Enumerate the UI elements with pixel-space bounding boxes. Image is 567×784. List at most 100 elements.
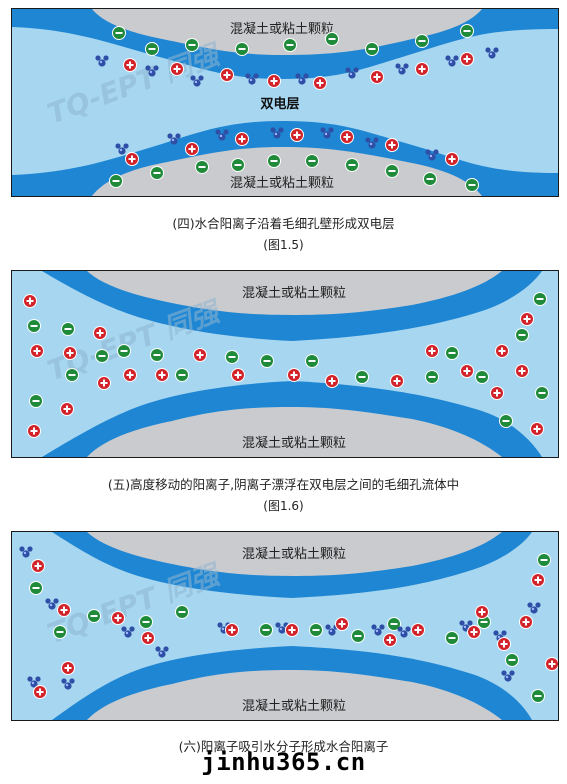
minus-ion-icon <box>29 394 43 408</box>
top-particle-label: 混凝土或粘土颗粒 <box>230 21 334 37</box>
minus-ion-icon <box>305 154 319 168</box>
plus-ion-icon <box>445 152 459 166</box>
minus-ion-icon <box>112 26 126 40</box>
water-molecule-icon <box>395 63 409 75</box>
minus-ion-icon <box>150 166 164 180</box>
water-molecule-icon <box>61 678 75 690</box>
minus-ion-icon <box>267 154 281 168</box>
water-molecule-icon <box>45 598 59 610</box>
caption-1: (四)水合阳离子沿着毛细孔壁形成双电层 <box>172 216 395 231</box>
plus-ion-icon <box>231 368 245 382</box>
plus-ion-icon <box>340 130 354 144</box>
figure-number-2: (图1.6) <box>263 499 304 513</box>
plus-ion-icon <box>490 386 504 400</box>
water-molecule-icon <box>493 630 507 642</box>
water-molecule-icon <box>121 626 135 638</box>
top-particle <box>87 532 502 576</box>
bottom-particle <box>92 147 482 196</box>
minus-ion-icon <box>465 178 479 192</box>
minus-ion-icon <box>27 319 41 333</box>
plus-ion-icon <box>460 52 474 66</box>
panel-2-svg: TQ-EPT 同强 混凝土或粘土颗粒 混凝土或粘土颗粒 <box>12 271 558 457</box>
ion-group <box>95 24 499 192</box>
panel-3-svg: TQ-EPT 同强 混凝土或粘土颗粒 混凝土或粘土颗粒 <box>12 532 558 720</box>
minus-ion-icon <box>533 292 547 306</box>
minus-ion-icon <box>175 368 189 382</box>
plus-ion-icon <box>415 62 429 76</box>
minus-ion-icon <box>139 615 153 629</box>
water-molecule-icon <box>215 129 229 141</box>
plus-ion-icon <box>141 631 155 645</box>
water-molecule-icon <box>397 626 411 638</box>
minus-ion-icon <box>365 42 379 56</box>
ion-group <box>19 546 558 703</box>
diagram-panel-1: TQ-EPT 同强 混凝土或粘土颗粒 混凝土或粘土颗粒 双电层 <box>11 8 559 197</box>
plus-ion-icon <box>460 364 474 378</box>
minus-ion-icon <box>150 348 164 362</box>
plus-ion-icon <box>475 605 489 619</box>
plus-ion-icon <box>520 312 534 326</box>
plus-ion-icon <box>425 344 439 358</box>
ion-group <box>23 292 549 438</box>
bottom-particle <box>87 407 502 457</box>
minus-ion-icon <box>531 689 545 703</box>
water-molecule-icon <box>155 646 169 658</box>
water-molecule-icon <box>19 546 33 558</box>
minus-ion-icon <box>235 42 249 56</box>
minus-ion-icon <box>445 346 459 360</box>
plus-ion-icon <box>287 368 301 382</box>
plus-ion-icon <box>60 402 74 416</box>
plus-ion-icon <box>63 346 77 360</box>
plus-ion-icon <box>267 74 281 88</box>
water-molecule-icon <box>275 622 289 634</box>
minus-ion-icon <box>415 34 429 48</box>
minus-ion-icon <box>53 625 67 639</box>
water-molecule-icon <box>320 127 334 139</box>
water-molecule-icon <box>371 624 385 636</box>
plus-ion-icon <box>370 70 384 84</box>
bottom-particle-label: 混凝土或粘土颗粒 <box>230 175 334 191</box>
plus-ion-icon <box>313 76 327 90</box>
water-molecule-icon <box>365 137 379 149</box>
plus-ion-icon <box>390 374 404 388</box>
minus-ion-icon <box>325 32 339 46</box>
plus-ion-icon <box>111 611 125 625</box>
plus-ion-icon <box>325 374 339 388</box>
minus-ion-icon <box>185 38 199 52</box>
water-molecule-icon <box>115 143 129 155</box>
minus-ion-icon <box>385 164 399 178</box>
minus-ion-icon <box>61 322 75 336</box>
water-molecule-icon <box>190 75 204 87</box>
water-molecule-icon <box>95 55 109 67</box>
plus-ion-icon <box>285 623 299 637</box>
plus-ion-icon <box>33 685 47 699</box>
plus-ion-icon <box>185 142 199 156</box>
water-molecule-icon <box>295 73 309 85</box>
plus-ion-icon <box>515 364 529 378</box>
plus-ion-icon <box>411 623 425 637</box>
top-particle-label: 混凝土或粘土颗粒 <box>242 285 346 301</box>
minus-ion-icon <box>95 349 109 363</box>
minus-ion-icon <box>65 368 79 382</box>
plus-ion-icon <box>530 422 544 436</box>
minus-ion-icon <box>505 653 519 667</box>
plus-ion-icon <box>497 637 511 651</box>
plus-ion-icon <box>235 132 249 146</box>
minus-ion-icon <box>225 350 239 364</box>
bottom-particle <box>87 670 502 720</box>
plus-ion-icon <box>220 68 234 82</box>
plus-ion-icon <box>93 326 107 340</box>
plus-ion-icon <box>30 344 44 358</box>
water-molecule-icon <box>245 73 259 85</box>
plus-ion-icon <box>123 58 137 72</box>
water-molecule-icon <box>425 149 439 161</box>
minus-ion-icon <box>260 354 274 368</box>
minus-ion-icon <box>175 605 189 619</box>
minus-ion-icon <box>351 629 365 643</box>
plus-ion-icon <box>467 625 481 639</box>
panel-1-svg: TQ-EPT 同强 混凝土或粘土颗粒 混凝土或粘土颗粒 双电层 <box>12 9 558 196</box>
plus-ion-icon <box>125 152 139 166</box>
double-layer-label: 双电层 <box>260 96 299 112</box>
minus-ion-icon <box>117 344 131 358</box>
plus-ion-icon <box>31 559 45 573</box>
